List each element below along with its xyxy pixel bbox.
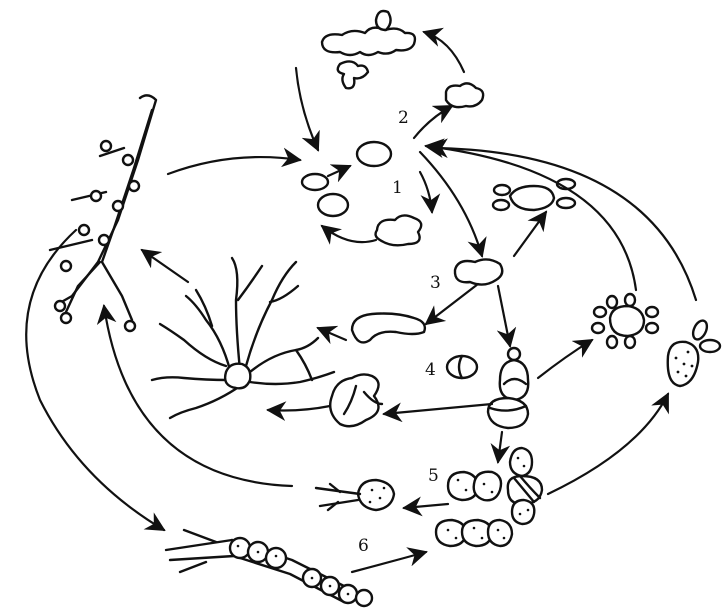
hypha-spore-chain xyxy=(166,530,372,606)
stage-label-3: 3 xyxy=(430,273,441,293)
spotted-spore-cell xyxy=(668,318,720,386)
bead-chain-right xyxy=(436,520,512,546)
budding-cell-right xyxy=(493,179,575,210)
mycelium-left xyxy=(50,95,156,331)
stage-4-cells xyxy=(447,348,528,428)
stage-label-6: 6 xyxy=(358,536,369,556)
budding-clump-top xyxy=(322,11,483,107)
bean-cell xyxy=(455,259,502,284)
multi-bud-cell xyxy=(592,294,658,348)
stage-label-1: 1 xyxy=(392,178,403,198)
germinating-cells xyxy=(330,374,382,426)
stage-label-4: 4 xyxy=(425,360,436,380)
stage-label-2: 2 xyxy=(398,108,409,128)
yeast-cell-cluster xyxy=(302,142,421,245)
branched-mycelium xyxy=(152,258,334,418)
stage-label-5: 5 xyxy=(428,466,439,486)
germinating-spotted-cell xyxy=(316,480,394,510)
spotted-cell-chain xyxy=(448,448,542,524)
elongated-cell xyxy=(352,314,425,343)
